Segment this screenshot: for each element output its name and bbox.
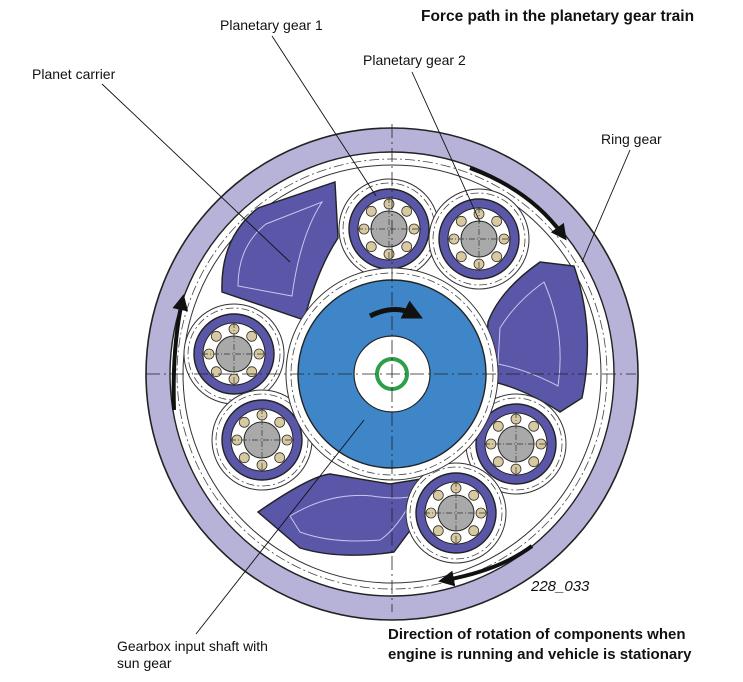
planet-carrier-segment-top-left [221, 181, 339, 321]
planet-carrier-segment-right [483, 261, 589, 413]
leader-input-shaft [195, 419, 365, 635]
diagram-title: Force path in the planetary gear train [421, 8, 695, 25]
label-input-shaft: Gearbox input shaft with sun gear [117, 638, 268, 672]
arrow-ring-bottom-right [438, 544, 534, 587]
caption: Direction of rotation of components when… [388, 625, 691, 665]
arrow-ring-left [171, 294, 189, 411]
planetary-gear-bottom [405, 462, 507, 564]
label-ring-gear: Ring gear [601, 131, 662, 147]
arrow-sun-gear-rotation [368, 300, 423, 319]
leader-planetary-gear-1 [271, 35, 377, 197]
planet-gears [183, 178, 567, 564]
leader-planet-carrier [101, 83, 291, 263]
caption-line1: Direction of rotation of components when [388, 626, 686, 643]
planetary-gear-2 [428, 188, 530, 290]
label-planetary-gear-1: Planetary gear 1 [220, 17, 323, 33]
caption-line2: engine is running and vehicle is station… [388, 646, 692, 663]
arrow-ring-top-right [469, 166, 567, 241]
planetary-gear-1 [338, 178, 440, 280]
label-input-shaft-line1: Gearbox input shaft with [117, 638, 268, 654]
label-planetary-gear-2: Planetary gear 2 [363, 52, 466, 68]
label-input-shaft-line2: sun gear [117, 655, 172, 671]
leader-planetary-gear-2 [411, 71, 481, 223]
label-planet-carrier: Planet carrier [32, 66, 116, 82]
planetary-gear-lower-right [465, 393, 567, 495]
planetary-gear-left [183, 303, 285, 405]
figure-number: 228_033 [531, 578, 590, 595]
leader-ring-gear [581, 149, 631, 263]
